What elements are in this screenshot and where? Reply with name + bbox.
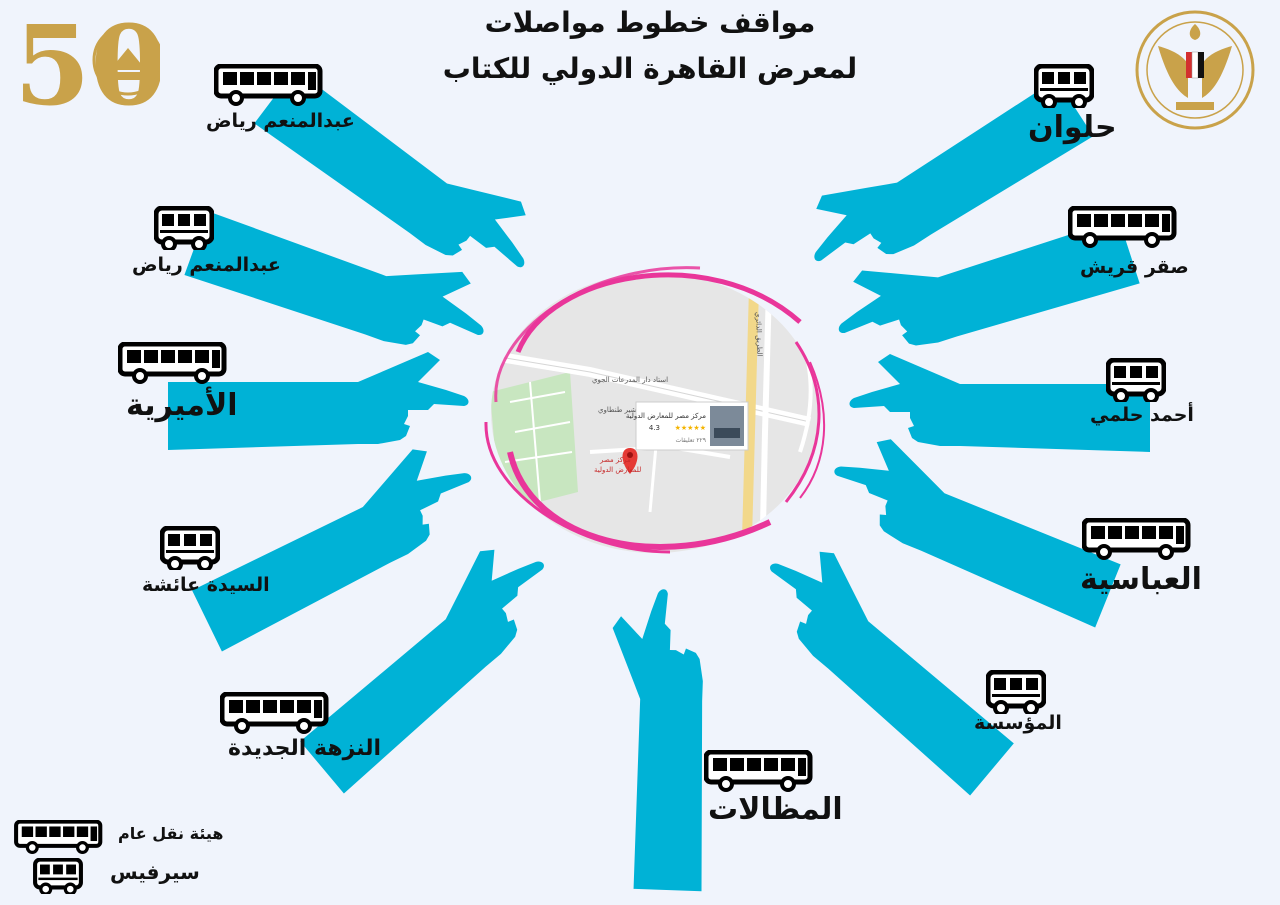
venue-stars: ★★★★★ xyxy=(675,424,706,432)
station-label-abdelmoneim-riad-1: عبدالمنعم رياض xyxy=(206,110,355,132)
flag-red xyxy=(1186,52,1192,78)
title-line-2: لمعرض القاهرة الدولي للكتاب xyxy=(442,52,858,85)
bus-public-icon xyxy=(1082,518,1192,560)
road-label-2: مسجد المشير طنطاوي xyxy=(598,406,666,414)
bus-public-icon xyxy=(704,750,814,792)
station-label-ahmed-helmy: أحمد حلمي xyxy=(1090,404,1194,426)
bus-public-icon xyxy=(118,342,228,384)
hand-sayeda-aisha xyxy=(178,431,492,652)
anniversary-50-logo: 50 xyxy=(14,4,160,112)
bus-public-icon xyxy=(220,692,330,734)
legend-public-bus-icon xyxy=(14,820,104,854)
pin-label-1: مركز مصر xyxy=(599,456,631,464)
venue-map[interactable]: استاد دار المدرعات الجوي مسجد المشير طنط… xyxy=(470,252,840,574)
venue-rating: 4.3 xyxy=(649,424,660,432)
bus-public-icon xyxy=(214,64,324,106)
road-label-3: الطريق الدائري xyxy=(754,312,764,357)
station-label-helwan: حلوان xyxy=(1028,110,1117,145)
venue-name: مركز مصر للمعارض الدولية xyxy=(626,412,706,420)
title-line-1: مواقف خطوط مواصلات xyxy=(484,6,816,39)
legend-public-label: هيئة نقل عام xyxy=(118,824,224,843)
bus-service-icon xyxy=(986,670,1046,714)
location-pin-icon xyxy=(622,448,638,474)
road-label-1: استاد دار المدرعات الجوي xyxy=(592,376,668,384)
station-label-abbasia: العباسية xyxy=(1080,562,1202,597)
station-label-nozha-gedida: النزهة الجديدة xyxy=(228,736,382,761)
pin-label-2: للمعارض الدولية xyxy=(594,466,641,474)
legend-service-label: سيرفيس xyxy=(110,860,200,884)
pink-ring xyxy=(484,266,826,554)
station-label-sayeda-aisha: السيدة عائشة xyxy=(142,574,270,596)
station-label-mazallat: المظالات xyxy=(708,792,843,827)
station-label-abdelmoneim-riad-2: عبدالمنعم رياض xyxy=(132,254,281,276)
legend-service-bus-icon xyxy=(28,858,88,894)
venue-reviews: ٢٢٩ تعليقات xyxy=(676,437,706,444)
ministry-of-culture-logo xyxy=(1135,10,1255,130)
bus-service-icon xyxy=(154,206,214,250)
legend: هيئة نقل عام سيرفيس xyxy=(14,818,244,898)
station-label-saqr-quraish: صقر قريش xyxy=(1080,256,1189,278)
hand-ahmed-helmy xyxy=(849,354,1150,452)
station-label-amireya: الأميرية xyxy=(126,388,238,423)
station-label-moassasa: المؤسسة xyxy=(974,712,1062,734)
hand-mazallat xyxy=(603,587,712,892)
bus-service-icon xyxy=(160,526,220,570)
bus-public-icon xyxy=(1068,206,1178,248)
bus-service-icon xyxy=(1034,64,1094,108)
venue-info-card[interactable]: مركز مصر للمعارض الدولية ★★★★★ 4.3 ٢٢٩ ت… xyxy=(626,401,749,451)
svg-text:50: 50 xyxy=(14,4,160,112)
bus-service-icon xyxy=(1106,358,1166,402)
